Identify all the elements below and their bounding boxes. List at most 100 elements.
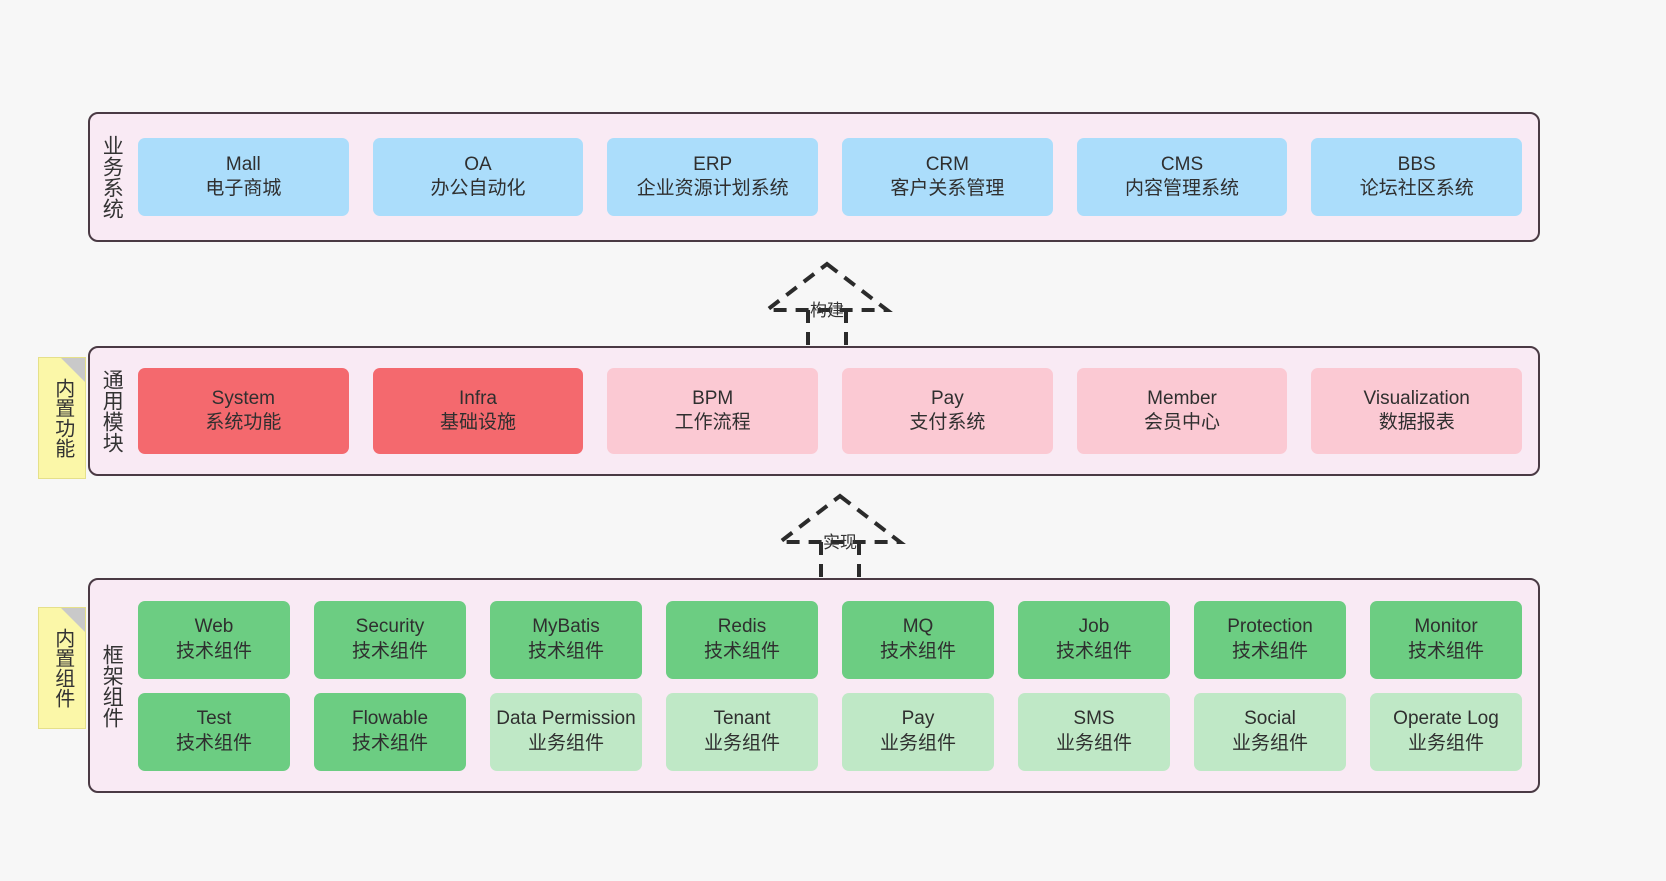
card-subtitle: 技术组件 [527, 640, 604, 662]
card-subtitle: 工作流程 [674, 412, 751, 433]
card-subtitle: 客户关系管理 [890, 178, 1005, 199]
card-bpm[interactable]: BPM 工作流程 [607, 368, 819, 454]
note-label: 内置组件 [51, 628, 74, 708]
card-title: System [211, 387, 276, 409]
card-title: MQ [902, 616, 934, 638]
card-member[interactable]: Member 会员中心 [1076, 368, 1288, 454]
card-mall[interactable]: Mall 电子商城 [138, 138, 349, 216]
card-subtitle: 技术组件 [1407, 640, 1484, 662]
connector-build: 构建 [752, 258, 902, 350]
layer-business-systems: 业务系统 Mall 电子商城 OA 办公自动化 ERP 企业资源计划系统 CRM… [88, 112, 1540, 242]
card-visualization[interactable]: Visualization 数据报表 [1311, 368, 1523, 454]
note-label: 内置功能 [51, 378, 74, 458]
card-title: BBS [1397, 153, 1436, 175]
card-redis[interactable]: Redis 技术组件 [666, 600, 818, 679]
card-social[interactable]: Social 业务组件 [1194, 692, 1346, 771]
card-bbs[interactable]: BBS 论坛社区系统 [1311, 138, 1523, 216]
layer-body-business: Mall 电子商城 OA 办公自动化 ERP 企业资源计划系统 CRM 客户关系… [132, 114, 1538, 240]
card-title: Social [1244, 708, 1296, 730]
card-title: Infra [458, 387, 498, 409]
card-sms[interactable]: SMS 业务组件 [1018, 692, 1170, 771]
card-mybatis[interactable]: MyBatis 技术组件 [490, 600, 642, 679]
card-subtitle: 内容管理系统 [1125, 178, 1240, 199]
card-subtitle: 企业资源计划系统 [636, 178, 789, 199]
card-title: MyBatis [532, 616, 600, 638]
card-subtitle: 业务组件 [879, 732, 956, 754]
card-title: Visualization [1363, 387, 1470, 409]
card-subtitle: 技术组件 [351, 640, 428, 662]
card-pay-component[interactable]: Pay 业务组件 [842, 692, 994, 771]
card-title: ERP [693, 153, 733, 175]
layer-common-modules: 通用模块 System 系统功能 Infra 基础设施 BPM 工作流程 Pay… [88, 346, 1540, 476]
card-crm[interactable]: CRM 客户关系管理 [842, 138, 1053, 216]
note-builtin-features: 内置功能 [38, 357, 86, 479]
note-builtin-components: 内置组件 [38, 607, 86, 729]
card-mq[interactable]: MQ 技术组件 [842, 600, 994, 679]
card-subtitle: 技术组件 [175, 732, 252, 754]
card-subtitle: 会员中心 [1144, 412, 1221, 433]
card-subtitle: 基础设施 [440, 412, 517, 433]
card-title: Data Permission [496, 708, 636, 730]
card-title: Pay [930, 387, 964, 409]
card-title: Test [196, 708, 232, 730]
card-subtitle: 业务组件 [527, 732, 604, 754]
card-title: OA [464, 153, 492, 175]
card-row: Web 技术组件 Security 技术组件 MyBatis 技术组件 Redi… [138, 600, 1522, 679]
connector-label: 实现 [823, 533, 857, 552]
card-pay-module[interactable]: Pay 支付系统 [842, 368, 1053, 454]
layer-body-framework: Web 技术组件 Security 技术组件 MyBatis 技术组件 Redi… [132, 580, 1538, 791]
card-cms[interactable]: CMS 内容管理系统 [1076, 138, 1288, 216]
layer-title-business: 业务系统 [100, 135, 124, 219]
card-subtitle: 数据报表 [1378, 412, 1455, 433]
card-system[interactable]: System 系统功能 [138, 368, 349, 454]
card-title: BPM [692, 387, 734, 409]
card-title: Protection [1227, 616, 1313, 638]
card-subtitle: 业务组件 [703, 732, 780, 754]
card-monitor[interactable]: Monitor 技术组件 [1370, 600, 1522, 679]
card-subtitle: 业务组件 [1407, 732, 1484, 754]
card-title: Pay [901, 708, 935, 730]
card-test[interactable]: Test 技术组件 [138, 692, 290, 771]
card-subtitle: 电子商城 [205, 178, 282, 199]
card-infra[interactable]: Infra 基础设施 [372, 368, 584, 454]
card-oa[interactable]: OA 办公自动化 [372, 138, 584, 216]
card-subtitle: 论坛社区系统 [1359, 178, 1474, 199]
layer-framework-components: 框架组件 Web 技术组件 Security 技术组件 MyBatis 技术组件… [88, 578, 1540, 793]
card-title: Security [355, 616, 425, 638]
card-title: Operate Log [1393, 708, 1499, 730]
card-row: Mall 电子商城 OA 办公自动化 ERP 企业资源计划系统 CRM 客户关系… [138, 138, 1523, 216]
card-title: CRM [925, 153, 969, 175]
connector-implement: 实现 [765, 490, 915, 582]
card-data-permission[interactable]: Data Permission 业务组件 [490, 692, 642, 771]
card-subtitle: 支付系统 [909, 412, 986, 433]
card-flowable[interactable]: Flowable 技术组件 [314, 692, 466, 771]
card-operate-log[interactable]: Operate Log 业务组件 [1370, 692, 1522, 771]
card-subtitle: 技术组件 [1231, 640, 1308, 662]
card-title: Member [1147, 387, 1217, 409]
card-subtitle: 业务组件 [1055, 732, 1132, 754]
card-tenant[interactable]: Tenant 业务组件 [666, 692, 818, 771]
layer-title-framework: 框架组件 [100, 643, 124, 728]
card-title: Redis [717, 616, 767, 638]
card-subtitle: 系统功能 [205, 412, 282, 433]
card-subtitle: 办公自动化 [430, 178, 526, 199]
card-title: Tenant [713, 708, 771, 730]
card-title: Job [1078, 616, 1110, 638]
card-title: SMS [1073, 708, 1115, 730]
card-title: Mall [225, 153, 261, 175]
layer-body-modules: System 系统功能 Infra 基础设施 BPM 工作流程 Pay 支付系统… [132, 348, 1538, 474]
card-subtitle: 业务组件 [1231, 732, 1308, 754]
card-subtitle: 技术组件 [175, 640, 252, 662]
card-row: Test 技术组件 Flowable 技术组件 Data Permission … [138, 692, 1522, 771]
card-security[interactable]: Security 技术组件 [314, 600, 466, 679]
card-web[interactable]: Web 技术组件 [138, 600, 290, 679]
card-protection[interactable]: Protection 技术组件 [1194, 600, 1346, 679]
card-subtitle: 技术组件 [351, 732, 428, 754]
card-job[interactable]: Job 技术组件 [1018, 600, 1170, 679]
card-title: Flowable [351, 708, 429, 730]
connector-label: 构建 [810, 301, 844, 320]
card-erp[interactable]: ERP 企业资源计划系统 [607, 138, 819, 216]
card-title: Monitor [1414, 616, 1478, 638]
layer-title-modules: 通用模块 [100, 369, 124, 453]
